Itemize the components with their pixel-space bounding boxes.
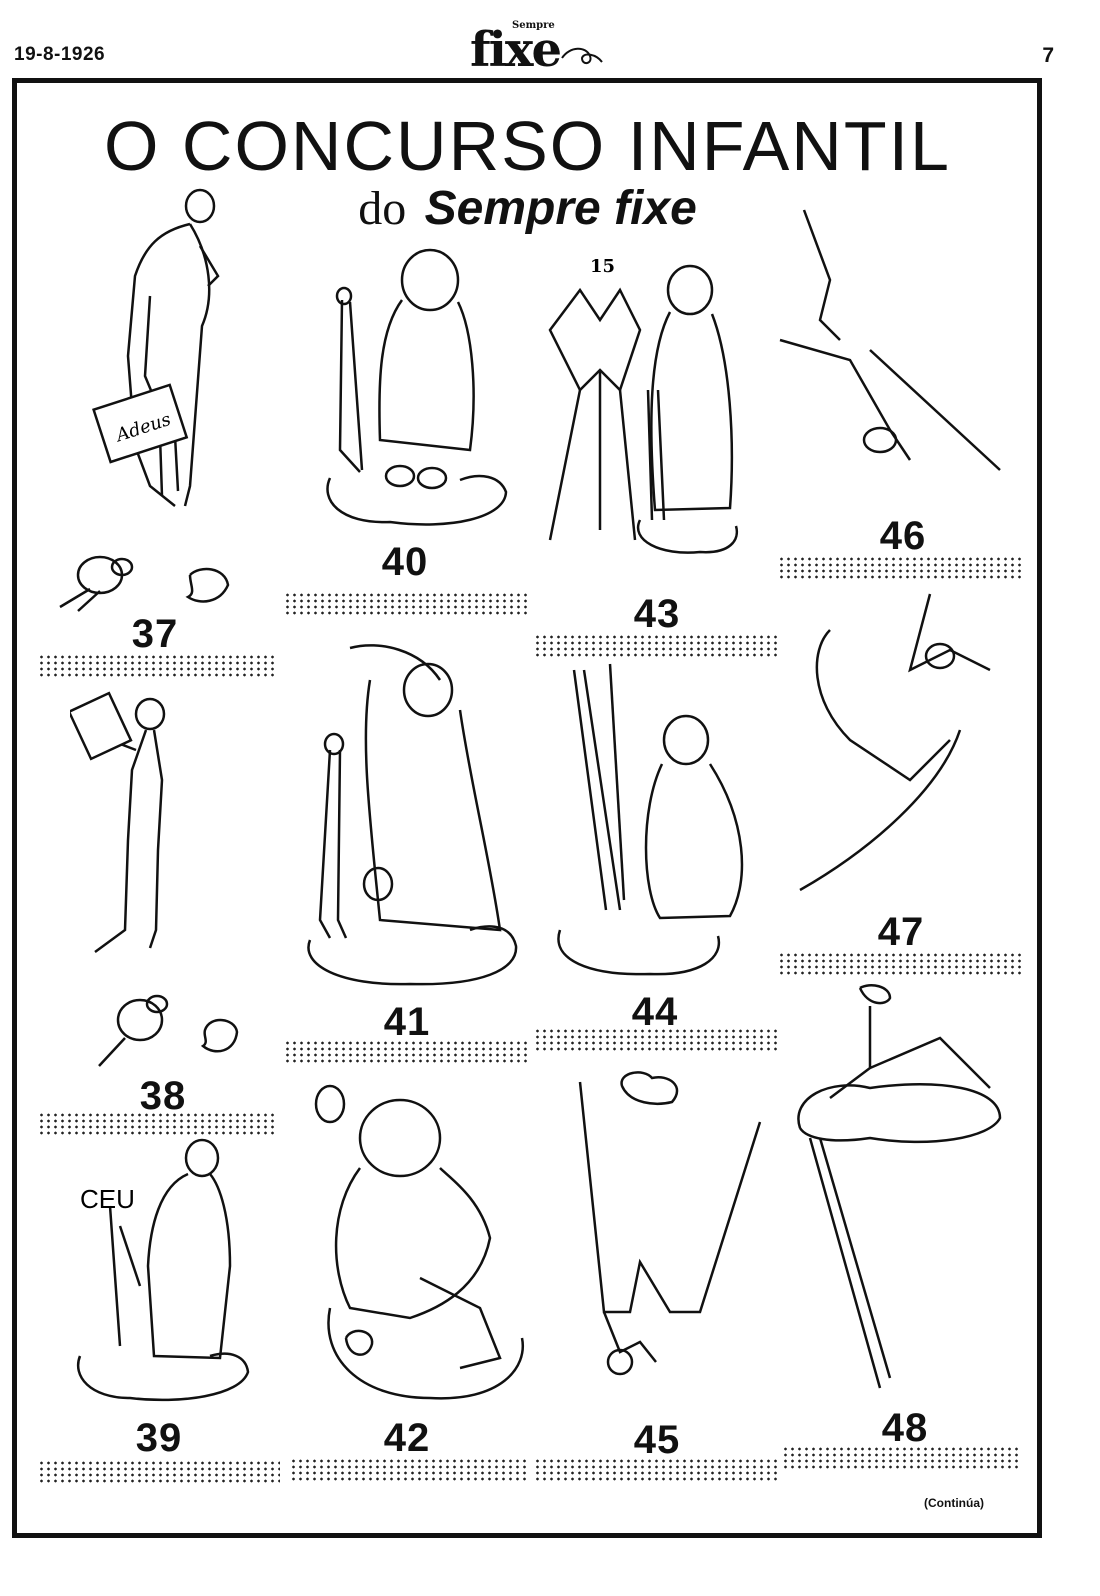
answer-line-46 <box>778 556 1022 568</box>
drawing-37-hat-and-glove <box>50 545 240 615</box>
answer-line-41 <box>284 1040 528 1052</box>
answer-line-40b <box>284 604 528 616</box>
continua-note: (Continúa) <box>924 1496 984 1510</box>
tower-number-text: 15 <box>590 256 615 277</box>
entry-number-48: 48 <box>881 1406 929 1450</box>
drawing-44-saint-kneeling <box>550 660 770 980</box>
answer-line-44b <box>534 1040 780 1052</box>
masthead-big-text: fixe <box>470 22 562 78</box>
drawing-42-god-thinking <box>300 1068 530 1408</box>
answer-line-42b <box>290 1470 528 1482</box>
page-frame <box>12 78 1042 1538</box>
entry-number-37: 37 <box>131 612 179 656</box>
masthead-small-text: Sempre <box>512 20 555 31</box>
drawing-47-tumbling-figure <box>790 590 1010 910</box>
answer-line-42 <box>290 1458 528 1470</box>
entry-number-39: 39 <box>135 1416 183 1460</box>
answer-line-48 <box>782 1446 1022 1458</box>
answer-line-47b <box>778 964 1022 976</box>
entry-number-44: 44 <box>631 990 679 1034</box>
answer-line-44 <box>534 1028 780 1040</box>
drawing-39-saint-peter-at-heaven: CEU <box>70 1136 250 1406</box>
answer-line-37 <box>38 654 278 666</box>
entry-number-41: 41 <box>383 1000 431 1044</box>
answer-line-48b <box>782 1458 1022 1470</box>
answer-line-39b <box>38 1472 280 1484</box>
entry-number-42: 42 <box>383 1416 431 1460</box>
answer-line-45b <box>534 1470 780 1482</box>
entry-number-43: 43 <box>633 592 681 636</box>
answer-line-43 <box>534 634 780 646</box>
entry-number-45: 45 <box>633 1418 681 1462</box>
entry-number-46: 46 <box>879 514 927 558</box>
page-subtitle: do Sempre fixe <box>0 184 1055 245</box>
answer-line-38 <box>38 1112 278 1124</box>
page-number: 7 <box>1042 44 1054 67</box>
subtitle-name: Sempre fixe <box>424 182 697 235</box>
drawing-37-man-leaving: Adeus <box>90 186 220 516</box>
answer-line-40 <box>284 592 528 604</box>
drawing-46-falling-figure <box>770 200 1010 480</box>
ceu-sign-text: CEU <box>80 1184 135 1214</box>
answer-line-46b <box>778 568 1022 580</box>
answer-line-41b <box>284 1052 528 1064</box>
drawing-38-hat-and-glove <box>85 990 255 1070</box>
answer-line-39 <box>38 1460 280 1472</box>
masthead-logo: Sempre fixe <box>466 14 616 78</box>
masthead-swirl-icon <box>561 47 603 64</box>
drawing-41-god-with-boy-on-cloud <box>300 620 520 990</box>
entry-number-38: 38 <box>139 1074 187 1118</box>
answer-line-47 <box>778 952 1022 964</box>
issue-date: 19-8-1926 <box>14 44 106 65</box>
answer-line-43b <box>534 646 780 658</box>
drawing-48-figure-on-cloud <box>790 978 1010 1398</box>
drawing-43-tower-and-saint: 15 <box>540 240 740 560</box>
answer-line-45 <box>534 1458 780 1470</box>
page-title: O CONCURSO INFANTIL <box>104 107 951 185</box>
subtitle-prefix: do <box>358 182 407 235</box>
entry-number-40: 40 <box>381 540 429 584</box>
answer-line-38b <box>38 1124 278 1136</box>
drawing-45-falling-tower <box>560 1062 770 1412</box>
answer-line-37b <box>38 666 278 678</box>
drawing-38-man-reading <box>70 690 180 960</box>
entry-number-47: 47 <box>877 910 925 954</box>
drawing-40-god-and-boy <box>320 240 510 530</box>
